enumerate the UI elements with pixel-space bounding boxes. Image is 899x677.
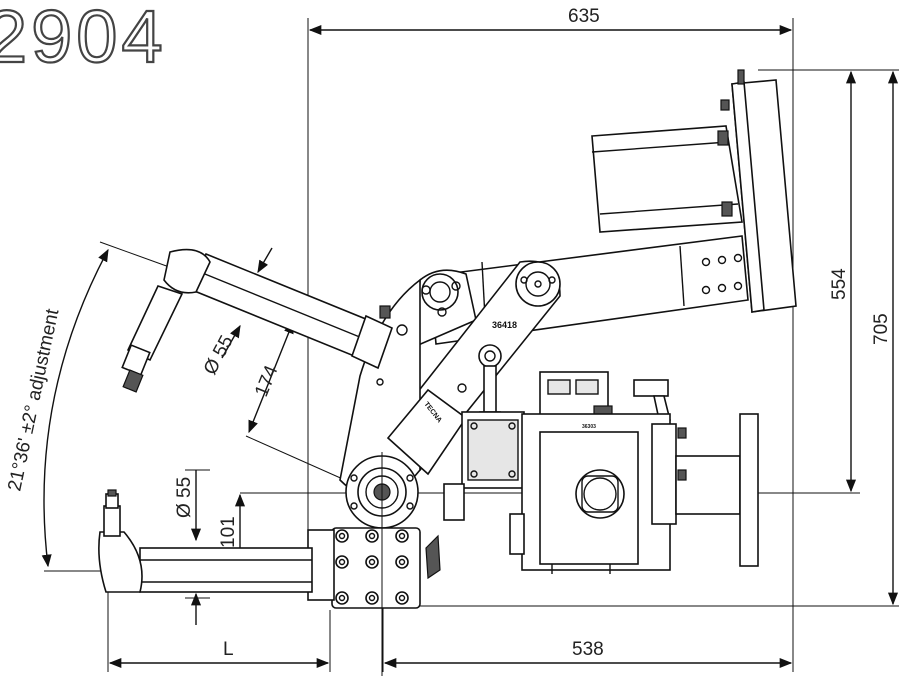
dim-label-upper-dia: Ø 55: [200, 332, 238, 378]
angle-label: 21°36' ±2° adjustment: [4, 306, 63, 493]
angle-arc: [41, 248, 109, 568]
dim-label-L: L: [223, 639, 234, 660]
dim-label-101: 101: [218, 516, 239, 548]
dim-label-705: 705: [871, 313, 892, 345]
welding-head: 36418 TECNA: [98, 69, 797, 609]
dim-label-635: 635: [568, 6, 600, 27]
dim-label-538: 538: [572, 639, 604, 660]
dim-line-174: [248, 320, 294, 434]
dim-label-554: 554: [829, 268, 850, 300]
dim-label-174: 174: [251, 362, 283, 400]
model-number: 2904: [0, 0, 167, 78]
arm-number-label: 36418: [492, 320, 517, 330]
block-id-label: 36303: [582, 424, 596, 430]
dim-label-lower-dia: Ø 55: [174, 477, 195, 518]
